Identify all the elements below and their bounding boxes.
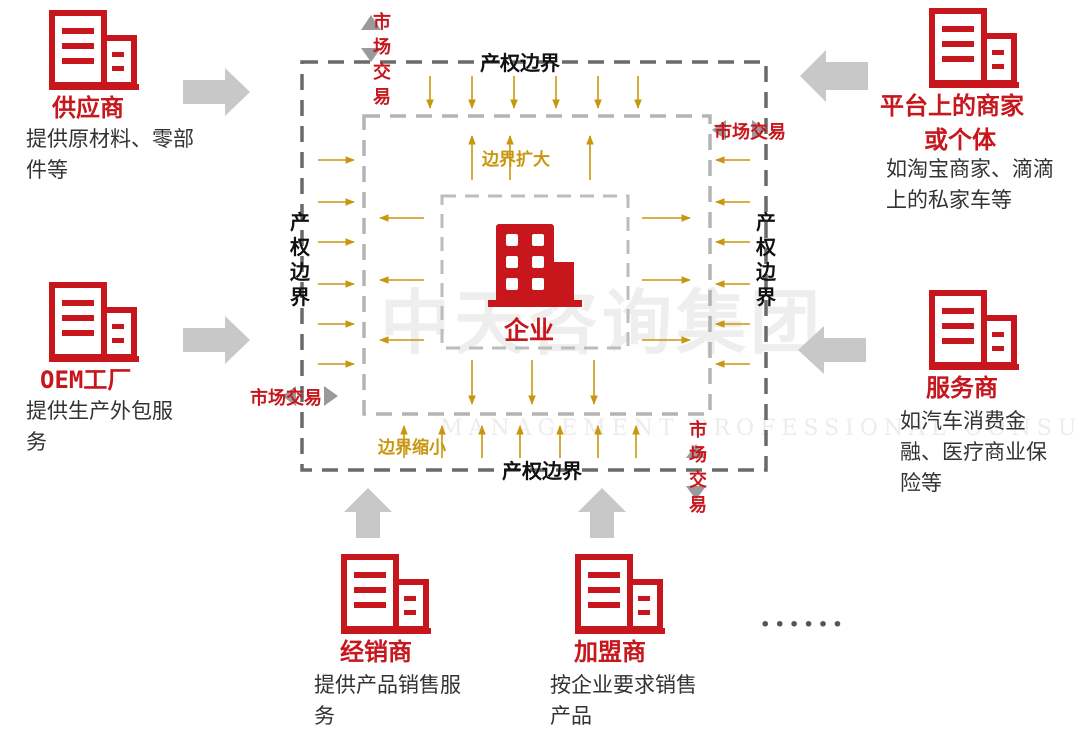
market-arrow-l-left <box>282 386 296 406</box>
supplier-desc: 提供原材料、零部件等 <box>26 127 194 182</box>
platform-arrow <box>800 50 868 102</box>
outer-boundary-left-label: 产权边界 <box>290 210 310 309</box>
market-trade-label-top-right: 市场交易 <box>714 122 786 143</box>
building-icon <box>929 11 1019 88</box>
market-arrow-l-right <box>324 386 338 406</box>
enterprise-label: 企业 <box>504 316 555 345</box>
platform-title-line2: 或个体 <box>924 125 996 154</box>
distributor-title: 经销商 <box>340 637 412 666</box>
boundary-arrows <box>318 76 750 458</box>
market-arrow-br-down <box>686 486 706 500</box>
outer-boundary-bottom-label: 产权边界 <box>502 459 582 483</box>
market-trade-label-bottom-right: 市场交易 <box>689 420 707 516</box>
market-arrow-tl-down <box>361 48 381 62</box>
outer-boundary <box>300 60 768 472</box>
market-arrow-tr-left <box>712 120 726 140</box>
platform-title-line1: 平台上的商家 <box>880 91 1024 120</box>
franchisee-desc: 按企业要求销售产品 <box>550 673 697 728</box>
oem-arrow <box>183 316 250 364</box>
inner-boundary <box>440 194 630 350</box>
market-arrow-tl-up <box>361 15 381 30</box>
market-arrow-tr-right <box>752 120 766 140</box>
service-arrow <box>798 326 866 374</box>
supplier-title: 供应商 <box>52 93 124 122</box>
outer-boundary-right-label: 产权边界 <box>756 210 776 309</box>
market-trade-label-left: 市场交易 <box>250 388 322 409</box>
market-trade-label-top-left: 市场交易 <box>373 12 391 108</box>
building-icon <box>575 557 665 634</box>
building-icon <box>49 13 139 90</box>
partner-arrows <box>183 50 868 538</box>
distributor-arrow <box>344 488 392 538</box>
middle-boundary <box>362 114 712 416</box>
boundary-shrink-label: 边界缩小 <box>378 438 446 458</box>
distributor-desc: 提供产品销售服务 <box>314 673 461 728</box>
enterprise-building-icon <box>488 224 582 307</box>
building-icon <box>341 557 431 634</box>
service-desc: 如汽车消费金融、医疗商业保险等 <box>900 409 1047 495</box>
building-icon <box>49 285 139 362</box>
watermark-text: 中天咨询集团 <box>380 281 824 364</box>
boundary-expand-label: 边界扩大 <box>482 150 550 170</box>
outer-boundary-top-label: 产权边界 <box>480 51 560 75</box>
building-icon <box>929 293 1019 370</box>
market-arrow-br-up <box>686 444 706 458</box>
market-arrows <box>282 15 766 500</box>
oem-desc: 提供生产外包服务 <box>26 399 173 454</box>
service-title: 服务商 <box>926 373 998 402</box>
franchisee-arrow <box>578 488 626 538</box>
oem-title: OEM工厂 <box>40 366 132 394</box>
franchisee-title: 加盟商 <box>574 637 646 666</box>
supplier-arrow <box>183 68 250 116</box>
more-ellipsis: ······ <box>760 607 847 642</box>
platform-desc: 如淘宝商家、滴滴上的私家车等 <box>886 157 1054 212</box>
